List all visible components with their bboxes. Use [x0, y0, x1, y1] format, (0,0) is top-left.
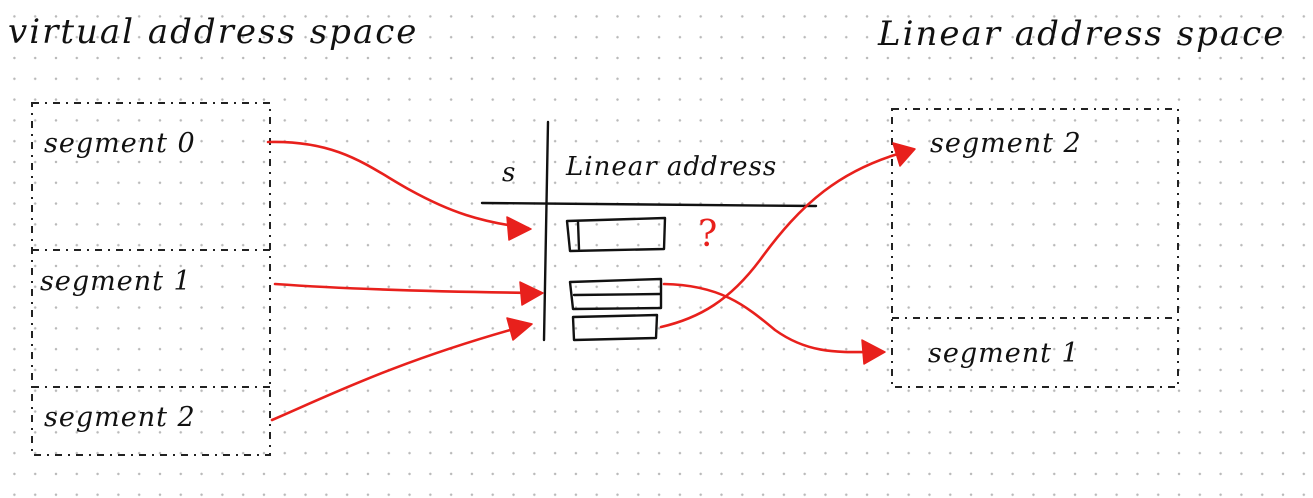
arrow-segment-1-to-entry-1 [273, 281, 544, 306]
linear-address-space-title: Linear address space [878, 14, 1286, 54]
table-header-linear-address: Linear address [566, 152, 778, 182]
virtual-segment-0-label: segment 0 [44, 128, 196, 159]
virtual-segment-2-label: segment 2 [44, 402, 196, 433]
unknown-entry-marker: ? [698, 214, 718, 255]
descriptor-table [480, 120, 818, 342]
table-entry-0 [565, 216, 667, 253]
virtual-address-space-title: virtual address space [8, 12, 419, 52]
linear-segment-1-label: segment 1 [928, 338, 1080, 369]
table-header-s: s [502, 158, 517, 188]
arrow-segment-2-to-entry-2 [270, 317, 533, 422]
table-entry-1 [568, 277, 663, 311]
arrow-segment-0-to-entry-0 [266, 140, 532, 241]
arrow-entry-2-to-linear-segment-2 [659, 142, 916, 329]
table-entry-2 [571, 313, 659, 342]
linear-address-space-box [891, 108, 1179, 388]
virtual-segment-1-label: segment 1 [40, 266, 192, 297]
virtual-address-space-box [31, 102, 271, 456]
arrow-entry-1-to-linear-segment-1 [662, 282, 886, 365]
linear-segment-2-label: segment 2 [930, 128, 1082, 159]
